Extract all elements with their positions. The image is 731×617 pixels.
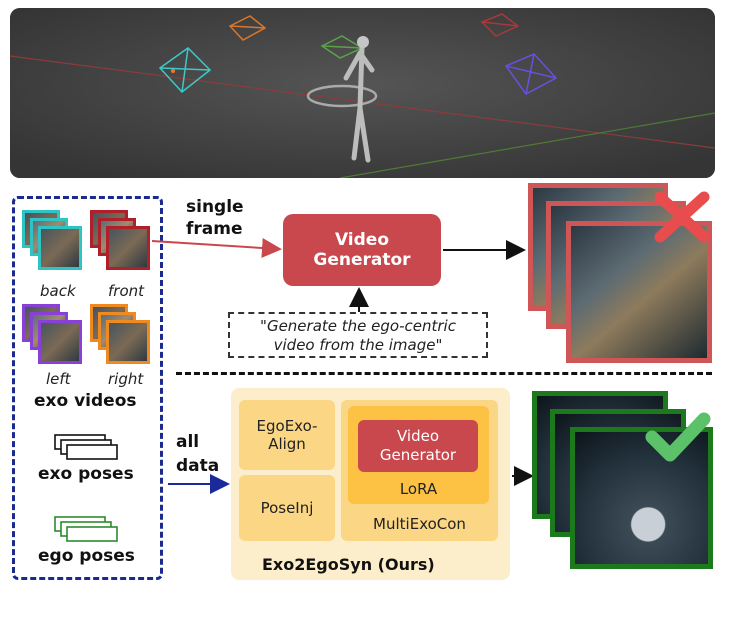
inner-video-generator: Video Generator bbox=[358, 420, 478, 472]
egoexo-line1: EgoExo- bbox=[256, 417, 318, 435]
multiexocon-label: MultiExoCon bbox=[373, 515, 466, 533]
right-frame-3 bbox=[106, 320, 150, 364]
camera-blue-icon bbox=[504, 53, 558, 95]
left-label: left bbox=[46, 370, 71, 388]
success-output-stack bbox=[532, 391, 717, 571]
all-data-line2: data bbox=[176, 456, 220, 476]
y-axis-line bbox=[339, 112, 715, 178]
egoexo-line2: Align bbox=[268, 435, 306, 453]
front-frame-3 bbox=[106, 226, 150, 270]
back-view-stack bbox=[22, 210, 82, 270]
lora-label: LoRA bbox=[399, 480, 438, 498]
exo-inputs-panel bbox=[12, 196, 163, 580]
back-label: back bbox=[40, 282, 76, 300]
single-frame-label: single frame bbox=[186, 196, 244, 240]
right-label: right bbox=[108, 370, 144, 388]
camera-red-icon bbox=[480, 13, 520, 37]
egoexo-align-module: EgoExo- Align bbox=[239, 400, 335, 470]
exo-poses-label: exo poses bbox=[38, 464, 134, 484]
camera-orange-icon bbox=[228, 15, 267, 41]
failed-output-stack bbox=[528, 183, 718, 363]
ego-poses-icon bbox=[54, 516, 118, 542]
inner-gen-line2: Generator bbox=[379, 446, 457, 464]
success-frame-3 bbox=[570, 427, 713, 569]
camera-cyan-icon bbox=[158, 47, 212, 94]
poseinj-module: PoseInj bbox=[239, 475, 335, 541]
all-data-line1: all bbox=[176, 432, 200, 452]
front-view-stack bbox=[90, 210, 152, 270]
generator-line1: Video bbox=[334, 230, 390, 250]
video-generator-box: Video Generator bbox=[283, 214, 441, 286]
ego-poses-label: ego poses bbox=[38, 546, 135, 566]
poseinj-label: PoseInj bbox=[260, 499, 314, 517]
text-prompt-box: "Generate the ego-centric video from the… bbox=[228, 312, 488, 358]
scene-render bbox=[10, 8, 715, 178]
left-view-stack bbox=[22, 304, 82, 366]
ours-caption: Exo2EgoSyn (Ours) bbox=[262, 555, 435, 574]
generator-line2: Generator bbox=[313, 250, 411, 270]
camera-rig-scene bbox=[10, 8, 715, 178]
exo-videos-label: exo videos bbox=[34, 391, 137, 411]
all-data-label: all data bbox=[176, 430, 219, 478]
skeleton-figure bbox=[306, 45, 378, 163]
check-icon bbox=[645, 412, 711, 462]
left-frame-3 bbox=[38, 320, 82, 364]
inner-gen-line1: Video bbox=[396, 427, 440, 445]
single-frame-line1: single bbox=[186, 197, 244, 217]
front-label: front bbox=[108, 282, 145, 300]
right-view-stack bbox=[90, 304, 154, 366]
cross-icon bbox=[654, 191, 710, 243]
back-frame-3 bbox=[38, 226, 82, 270]
single-frame-line2: frame bbox=[186, 219, 243, 239]
single-frame-arrow bbox=[151, 238, 282, 258]
exo-poses-icon bbox=[54, 434, 118, 460]
prompt-line1: "Generate the ego-centric bbox=[260, 317, 456, 335]
failed-frame-3 bbox=[566, 221, 712, 363]
separator-line bbox=[176, 372, 712, 375]
prompt-line2: video from the image" bbox=[273, 336, 443, 354]
